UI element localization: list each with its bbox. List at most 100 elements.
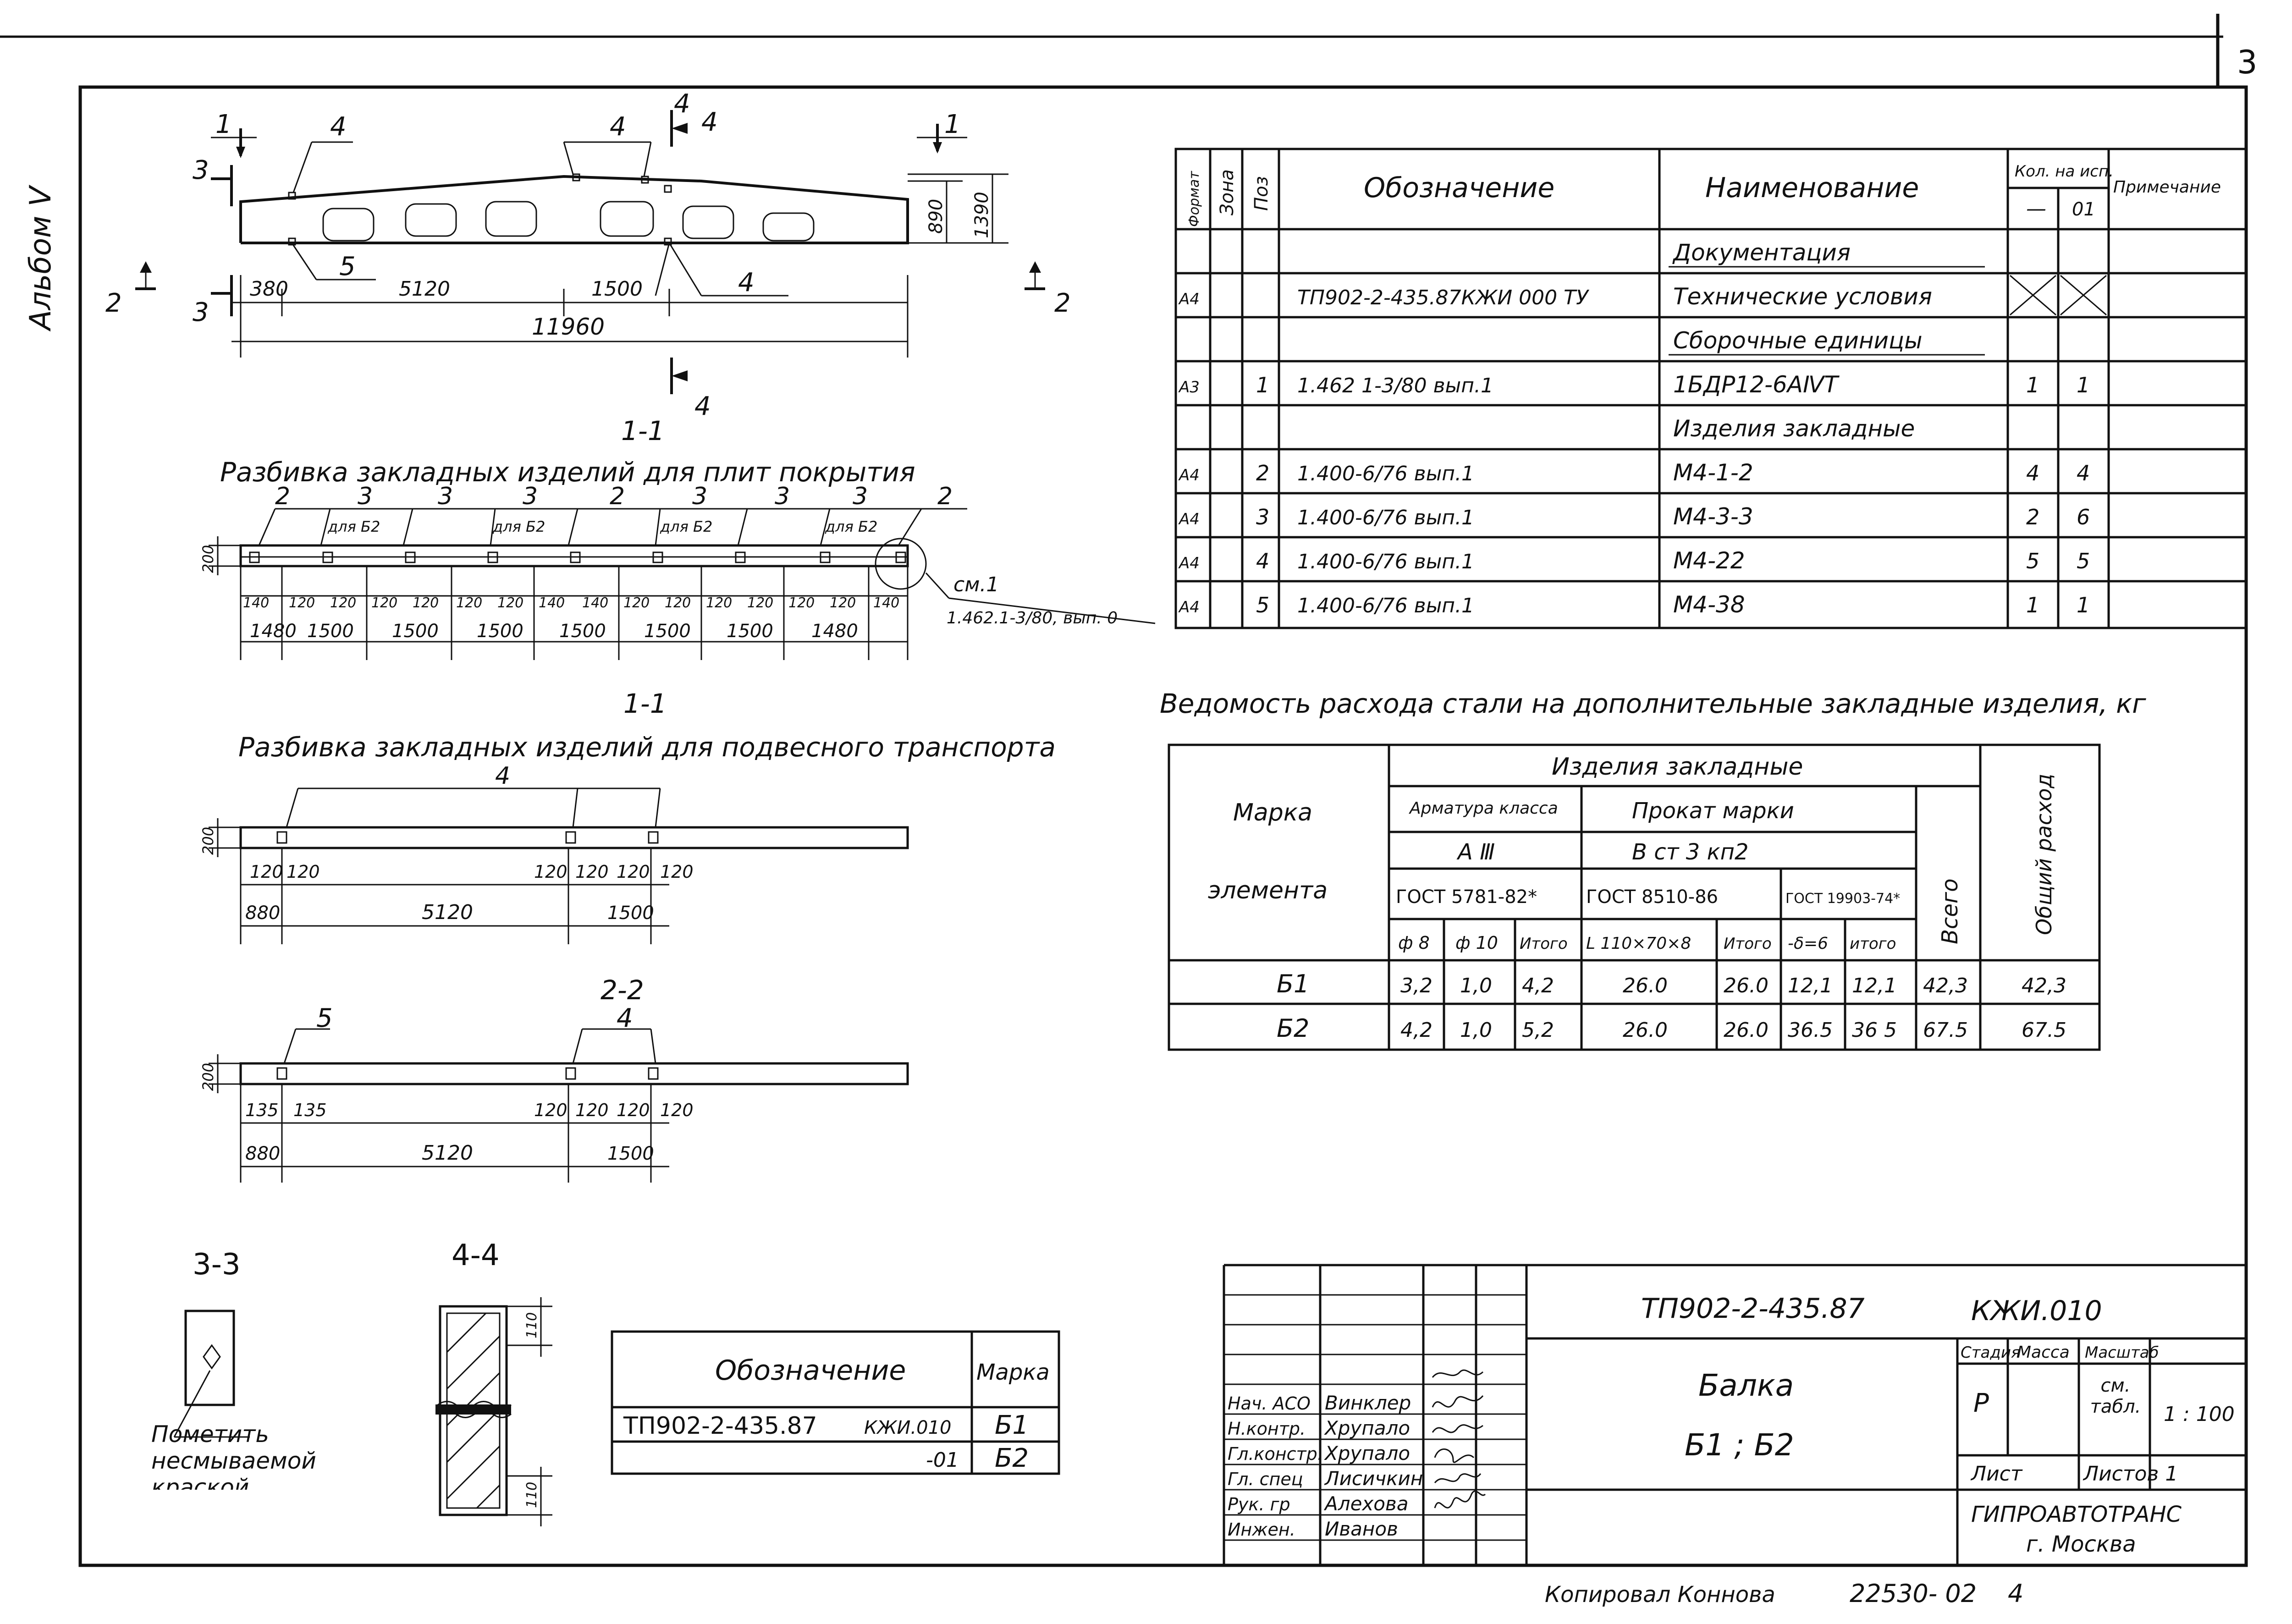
view2-small-dim: 120 <box>534 862 567 882</box>
spec-cell-name: М4-22 <box>1673 547 1745 574</box>
stamp-title: Балка <box>1698 1368 1794 1403</box>
staff-role: Рук. гр <box>1228 1494 1290 1514</box>
steel-cell: 4,2 <box>1522 974 1554 997</box>
steel-sub: итого <box>1850 935 1896 953</box>
steel-h-total: Всего <box>1937 879 1963 944</box>
steel-sub: Итого <box>1520 935 1568 953</box>
stamp-code: ТП902-2-435.87 <box>1641 1293 1865 1325</box>
steel-h-rolled-gost1: ГОСТ 8510-86 <box>1586 886 1718 908</box>
view1-mark: 3 <box>775 483 790 510</box>
view1-small-dim: 140 <box>243 595 269 611</box>
view3-section: 2-2 <box>601 974 644 1006</box>
spec-cell-format: А4 <box>1178 510 1200 528</box>
steel-sub: ф 10 <box>1455 933 1498 953</box>
staff-name: Алехова <box>1323 1492 1408 1515</box>
spec-cell-qty: 1 <box>2077 373 2090 397</box>
sec33-note-box: Пометить несмываемой краской <box>151 1421 316 1490</box>
spec-cell-name: Изделия закладные <box>1673 415 1915 442</box>
insert-plate <box>276 1067 287 1080</box>
elev-callout: 4 <box>610 112 626 142</box>
view1-inserts <box>249 551 906 563</box>
insert-plate <box>570 551 581 563</box>
spec-cell-pos: 3 <box>1256 505 1269 529</box>
view1-dim: 1480 <box>811 621 858 642</box>
spec-cell-pos: 1 <box>1256 373 1269 397</box>
view3-dim: 1500 <box>607 1143 654 1164</box>
view1-small-dim: 120 <box>456 595 482 611</box>
elev-callout: 5 <box>339 252 356 281</box>
title-block <box>1223 1264 2246 1565</box>
view1-small-dim: 120 <box>289 595 315 611</box>
section-mark: 4 <box>674 89 690 119</box>
cross-mark <box>2010 275 2056 316</box>
spec-h-designation: Обозначение <box>1364 172 1554 204</box>
marks-cell-code: ТП902-2-435.87 <box>623 1412 817 1440</box>
spec-h-qty: Кол. на исп. <box>2015 162 2114 181</box>
elev-callout: 4 <box>330 112 347 142</box>
insert-plate <box>895 551 906 563</box>
view3-beam <box>209 1028 909 1183</box>
spec-cell-pos: 4 <box>1256 549 1269 573</box>
view3-small-dim: 120 <box>660 1100 694 1120</box>
view2-dim: 880 <box>245 903 280 924</box>
steel-cell: 26.0 <box>1724 1018 1769 1042</box>
view2-beam <box>209 787 909 944</box>
spec-cell-qty: 1 <box>2026 373 2039 397</box>
insert-plate <box>565 1067 576 1080</box>
steel-h-rolled: Прокат марки <box>1632 798 1794 824</box>
view1-mark: 2 <box>610 483 625 510</box>
stamp-scale: 1 : 100 <box>2164 1403 2235 1426</box>
view1-mark: 3 <box>438 483 453 510</box>
insert-plate <box>648 831 659 844</box>
view3-small-dim: 120 <box>575 1100 609 1120</box>
view3-small-dim: 135 <box>293 1100 327 1120</box>
steel-h-items: Изделия закладные <box>1552 753 1803 781</box>
insert-plate <box>820 551 831 563</box>
spec-cell-name: Сборочные единицы <box>1673 327 1923 354</box>
spec-h-zone: Зона <box>1217 169 1238 215</box>
view3-mark: 5 <box>316 1003 333 1033</box>
steel-cell: 4,2 <box>1400 1018 1432 1042</box>
insert-plate <box>405 551 416 563</box>
spec-cell-designation: 1.400-6/76 вып.1 <box>1297 462 1474 485</box>
stamp-org-city: г. Москва <box>2026 1531 2136 1557</box>
insert-plate <box>565 831 576 844</box>
stamp-mass-box: см. табл. <box>2090 1375 2141 1417</box>
steel-h-element: элемента <box>1208 877 1328 904</box>
marks-cell-mark: Б2 <box>995 1443 1029 1473</box>
steel-row-mark: Б2 <box>1277 1014 1309 1043</box>
view2-small-dim: 120 <box>286 862 320 882</box>
section-mark: 1 <box>944 110 961 139</box>
album-label: Альбом V <box>24 184 58 332</box>
steel-h-rebar: Арматура класса <box>1409 799 1558 818</box>
spec-cell-format: А4 <box>1178 554 1200 573</box>
steel-table <box>1168 743 2101 1051</box>
sec44-dim: 110 <box>524 1482 540 1508</box>
view3-mark: 4 <box>617 1003 633 1033</box>
spec-cell-designation: 1.400-6/76 вып.1 <box>1297 594 1474 617</box>
steel-sub: -δ=6 <box>1788 934 1828 953</box>
spec-h-format: Формат <box>1186 171 1202 227</box>
sec33-drawing <box>173 1310 250 1438</box>
elev-callout: 4 <box>738 268 755 297</box>
sec33-title: 3-3 <box>193 1248 241 1282</box>
spec-cell-name: М4-1-2 <box>1673 459 1753 486</box>
section-mark: 2 <box>1054 288 1071 318</box>
stamp-mass: см. табл. <box>2090 1375 2141 1417</box>
sec44-title: 4-4 <box>452 1239 500 1272</box>
steel-h-rolled-gost2: ГОСТ 19903-74* <box>1785 891 1900 907</box>
insert-plate <box>487 551 498 563</box>
view1-mark: 2 <box>275 483 290 510</box>
spec-cell-format: А4 <box>1178 466 1200 484</box>
view2-dim: 1500 <box>607 903 654 924</box>
steel-sub: Итого <box>1724 935 1772 953</box>
view1-small-dim: 120 <box>497 595 523 611</box>
section-mark: 1 <box>215 110 232 139</box>
sheet-frame <box>0 14 2248 1567</box>
elev-dim-1390: 1390 <box>971 192 992 238</box>
spec-cell-name: М4-38 <box>1673 591 1745 618</box>
spec-h-note: Примечание <box>2113 178 2221 197</box>
